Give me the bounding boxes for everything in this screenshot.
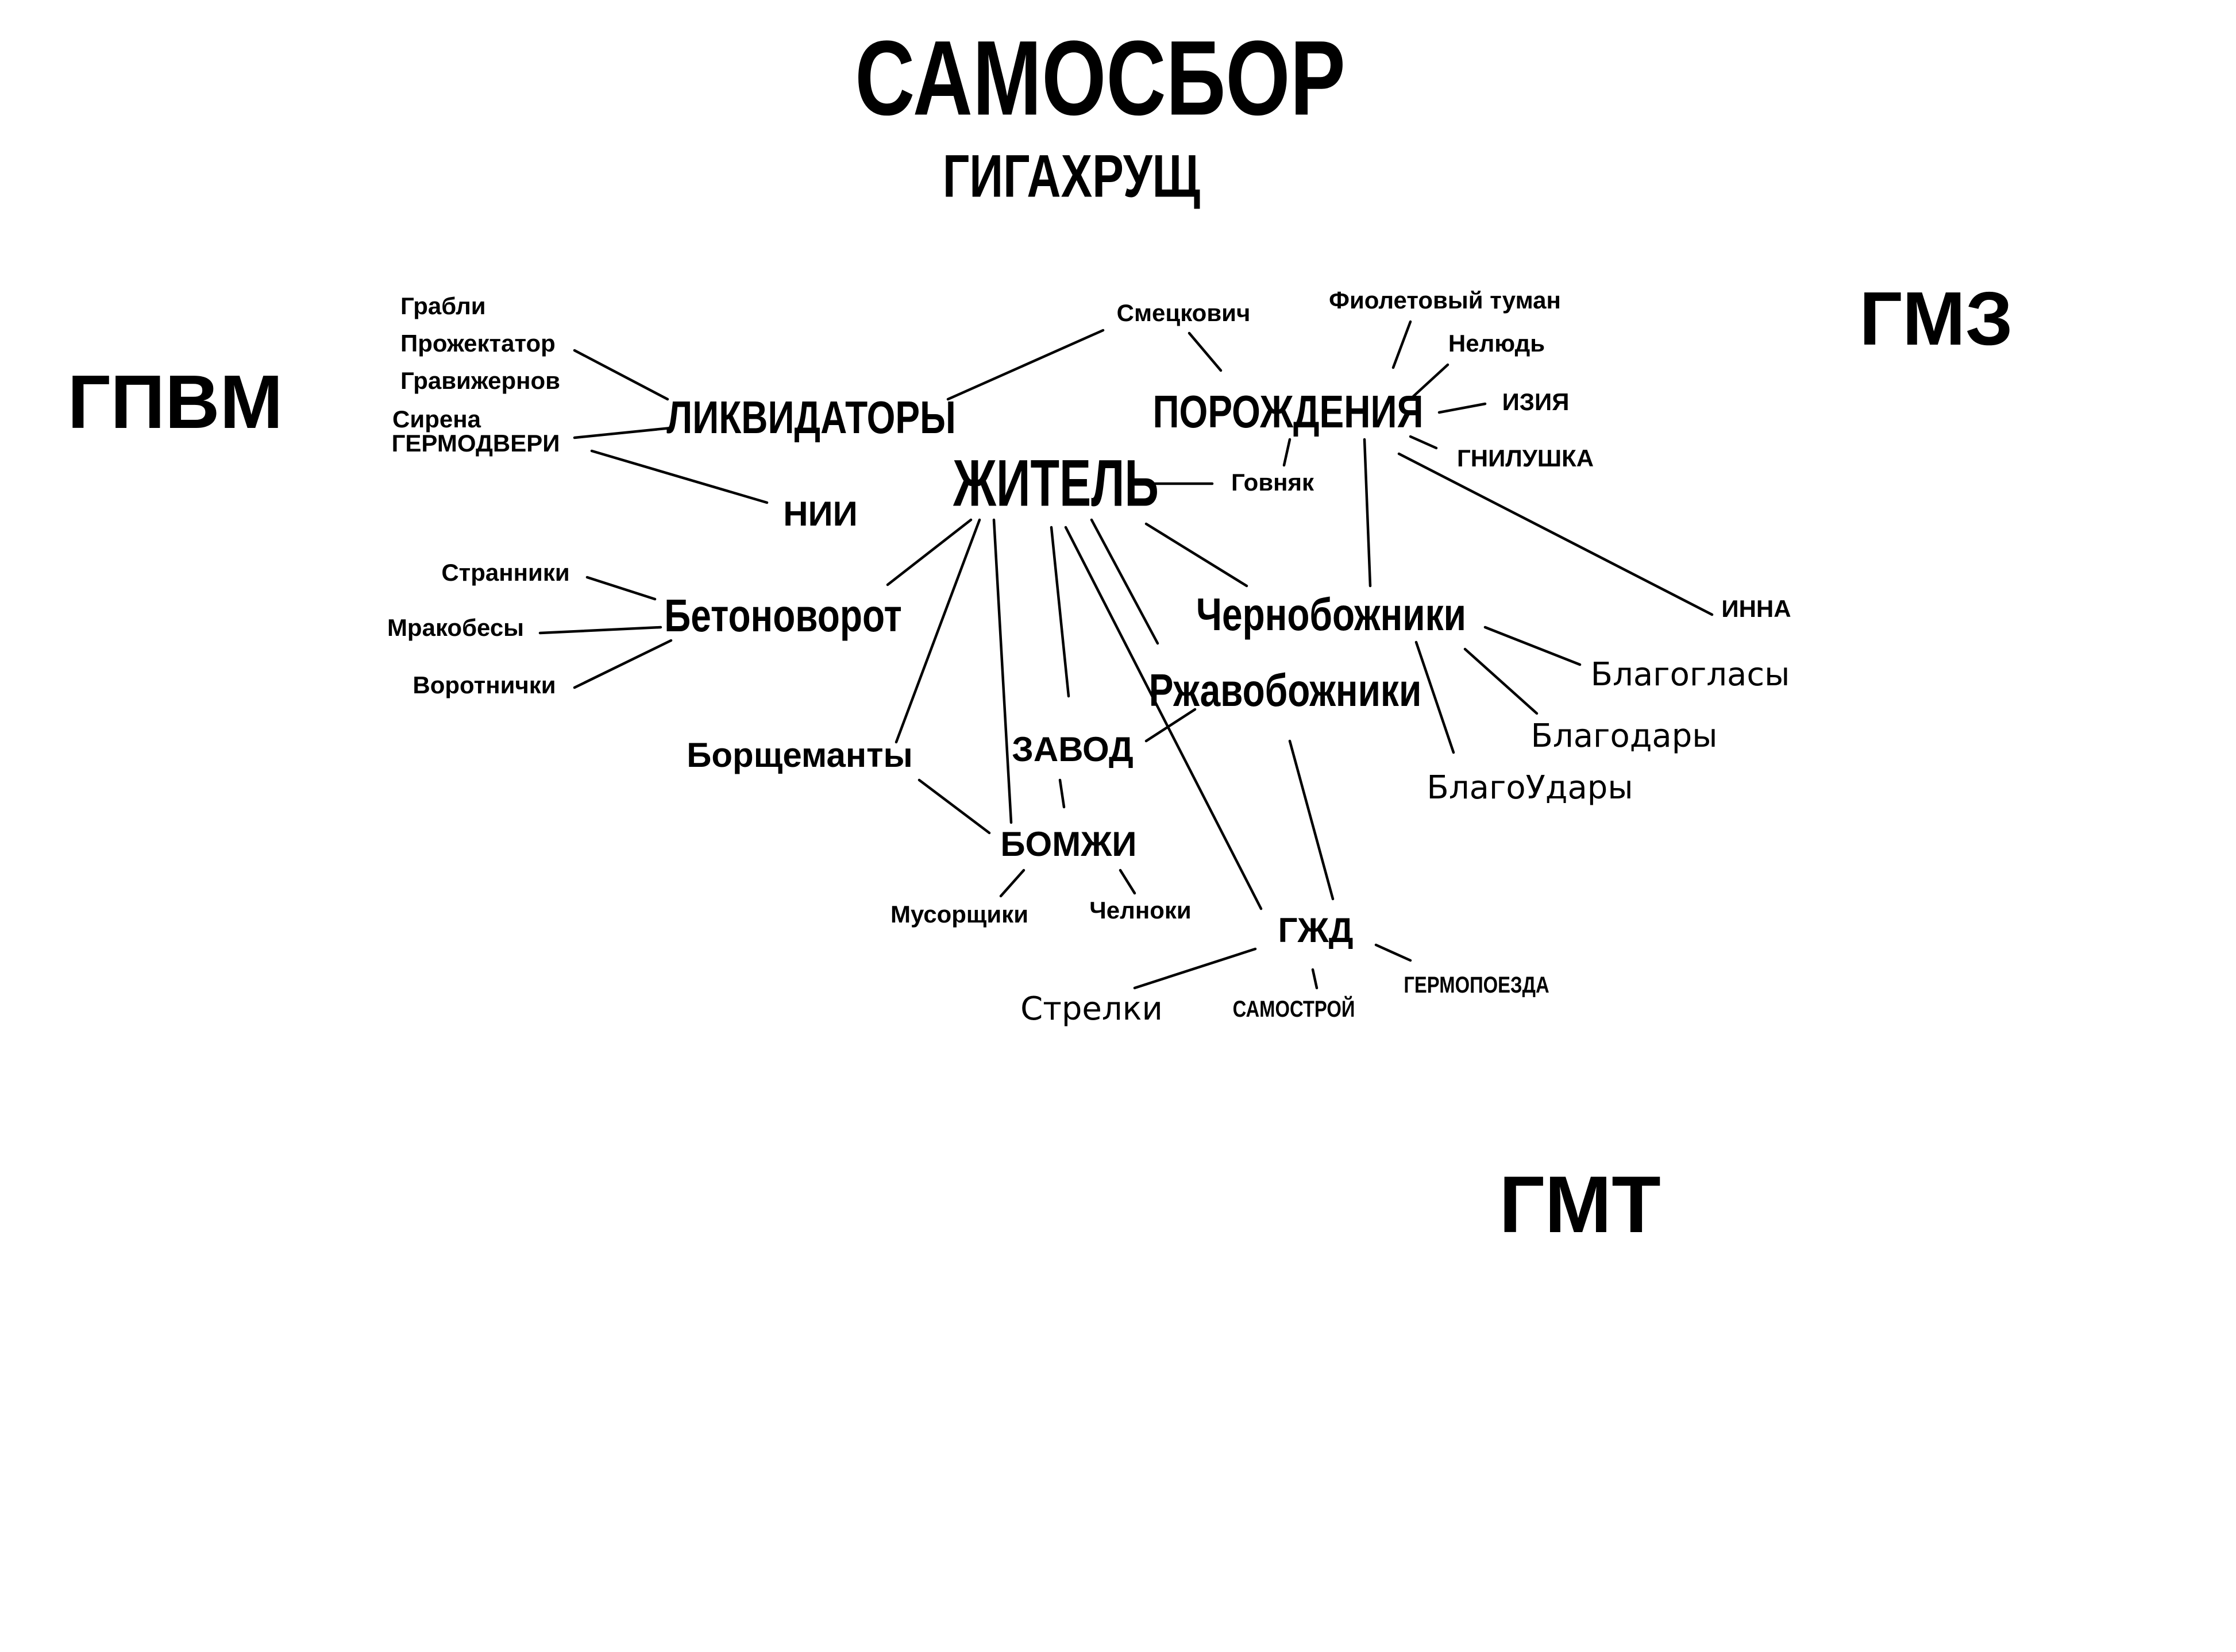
- link-chernobozhniki-blagodary: [1463, 647, 1539, 715]
- node-strelki: Стрелки: [1020, 990, 1163, 1028]
- node-blagodary: Благодары: [1530, 717, 1718, 755]
- node-prozhektator: Прожектатор: [400, 330, 556, 357]
- link-zhitel-borshchemanty: [895, 518, 981, 744]
- node-vorotnichki: Воротнички: [412, 671, 556, 698]
- node-germodveri: ГЕРМОДВЕРИ: [391, 430, 560, 457]
- node-nelyud: Нелюдь: [1448, 330, 1545, 357]
- link-zhitel-zavod: [1050, 526, 1070, 698]
- node-borshchemanty: Борщеманты: [687, 736, 913, 774]
- link-gzhd-germopoezda: [1374, 943, 1412, 962]
- link-porozhdeniya-fioletovy: [1391, 320, 1412, 369]
- node-fioletovy-tuman: Фиолетовый туман: [1329, 287, 1561, 314]
- node-gnilushka: ГНИЛУШКА: [1456, 445, 1594, 472]
- link-borshchemanty-bomzhi: [917, 778, 991, 835]
- node-sirena: Сирена: [392, 406, 481, 433]
- link-betonovorot-mrakobesy: [538, 626, 662, 635]
- node-gravizhernov: Гравижернов: [400, 367, 560, 395]
- node-iziya: ИЗИЯ: [1502, 388, 1570, 415]
- node-blagoglasy: Благогласы: [1590, 656, 1790, 693]
- node-rzhavobozhniki: Ржавобожники: [1148, 665, 1422, 716]
- link-porozhdeniya-nelyud: [1412, 363, 1449, 398]
- link-bomzhi-musorshchiki: [999, 869, 1026, 898]
- node-musorshchiki: Мусорщики: [890, 901, 1029, 928]
- region-gpvm: ГПВМ: [67, 360, 283, 444]
- link-gzhd-strelki: [1133, 947, 1257, 990]
- link-bomzhi-chelnoki: [1119, 869, 1136, 895]
- link-gzhd-samostroy: [1311, 968, 1319, 990]
- node-gzhd: ГЖД: [1278, 911, 1354, 949]
- link-betonovorot-stranniki: [585, 576, 657, 601]
- node-mrakobesy: Мракобесы: [387, 614, 525, 641]
- link-zavod-rzhavobozhniki: [1144, 708, 1197, 743]
- node-samostroy: САМОСТРОЙ: [1232, 997, 1355, 1022]
- node-zhitel: ЖИТЕЛЬ: [953, 446, 1159, 520]
- link-zhitel-betonovorot: [886, 518, 973, 586]
- node-bomzhi: БОМЖИ: [1000, 825, 1137, 863]
- node-grabli: Грабли: [400, 292, 486, 319]
- link-zhitel-chernobozhniki: [1144, 522, 1248, 588]
- link-govnyak-porozhdeniya: [1282, 438, 1292, 467]
- link-porozhdeniya-inna: [1397, 452, 1714, 616]
- link-betonovorot-vorotnichki: [573, 639, 673, 689]
- link-zavod-bomzhi: [1058, 778, 1066, 809]
- node-chernobozhniki: Чернобожники: [1196, 589, 1466, 640]
- link-germodveri-nii: [590, 449, 769, 504]
- node-germopoezda: ГЕРМОПОЕЗДА: [1404, 972, 1549, 998]
- node-betonovorot: Бетоноворот: [664, 590, 902, 641]
- link-smetskovich-porozhdeniya: [1188, 331, 1223, 372]
- region-gmt: ГМТ: [1499, 1159, 1661, 1249]
- node-smetskovich: Смецкович: [1116, 299, 1251, 326]
- page-subtitle: ГИГАХРУЩ: [942, 142, 1201, 210]
- node-stranniki: Странники: [441, 559, 570, 586]
- node-likvidatory: ЛИКВИДАТОРЫ: [666, 392, 956, 443]
- node-blagoudary: БлагоУдары: [1427, 769, 1633, 806]
- node-nii: НИИ: [783, 495, 858, 533]
- link-zhitel-rzhavobozhniki: [1090, 518, 1159, 645]
- likvidatory-equipment-list: Грабли Прожектатор Гравижернов: [400, 287, 560, 399]
- link-likvidatory-sirena: [573, 426, 673, 439]
- link-zhitel-bomzhi: [992, 518, 1013, 824]
- node-porozhdeniya: ПОРОЖДЕНИЯ: [1152, 386, 1424, 437]
- region-gmz: ГМЗ: [1859, 276, 2013, 361]
- node-chelnoki: Челноки: [1089, 897, 1192, 924]
- link-chernobozhniki-blagoudary: [1414, 640, 1455, 754]
- page-title: САМОСБОР: [855, 19, 1346, 138]
- link-zhitel-gzhd: [1064, 526, 1263, 910]
- link-porozhdeniya-chernobozhniki: [1363, 438, 1372, 588]
- link-rzhavobozhniki-gzhd: [1288, 739, 1335, 901]
- link-chernobozhniki-blagoglasy: [1483, 626, 1582, 666]
- link-porozhdeniya-gnilushka: [1409, 435, 1438, 450]
- node-inna: ИННА: [1721, 595, 1791, 622]
- link-likvidatory-smetskovich: [946, 329, 1105, 401]
- node-zavod: ЗАВОД: [1012, 730, 1134, 769]
- link-likvidatory-list: [573, 349, 669, 401]
- link-porozhdeniya-iziya: [1437, 402, 1487, 414]
- node-govnyak: Говняк: [1231, 469, 1314, 496]
